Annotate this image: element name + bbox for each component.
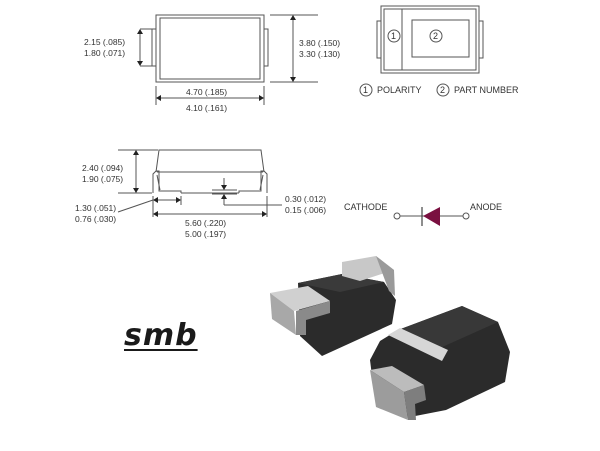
- anode-label: ANODE: [470, 202, 502, 212]
- top-body-inner: [159, 17, 261, 80]
- top-view: [137, 14, 318, 105]
- height-dim-min: 3.30 (.130): [299, 49, 340, 59]
- lead-dim-min: 0.76 (.030): [75, 214, 116, 224]
- top-body-outer: [155, 14, 265, 83]
- marking-view: [359, 5, 484, 97]
- marker-2: 2: [433, 31, 438, 41]
- cathode-terminal: [393, 212, 401, 220]
- anode-terminal: [462, 212, 470, 220]
- legend-part-number: PART NUMBER: [454, 85, 519, 95]
- legend-num-2: 2: [440, 85, 445, 95]
- polarity-stripe: [388, 328, 448, 361]
- side-height-min: 1.90 (.075): [82, 174, 123, 184]
- lead-dim-max: 1.30 (.051): [75, 203, 116, 213]
- height-dim-max: 3.80 (.150): [299, 38, 340, 48]
- thickness-dim-max: 0.30 (.012): [285, 194, 326, 204]
- diode-symbol: [393, 207, 470, 226]
- cathode-label: CATHODE: [344, 202, 387, 212]
- side-height-max: 2.40 (.094): [82, 163, 123, 173]
- tab-dim-min: 1.80 (.071): [84, 48, 125, 58]
- width-dim-max: 4.70 (.185): [186, 87, 227, 97]
- length-dim-min: 5.00 (.197): [185, 229, 226, 239]
- width-dim-min: 4.10 (.161): [186, 103, 227, 113]
- side-view: [117, 149, 282, 217]
- top-right-tab: [263, 28, 269, 67]
- package-label: smb: [124, 318, 198, 353]
- length-dim-max: 5.60 (.220): [185, 218, 226, 228]
- diode-triangle: [423, 207, 440, 226]
- legend-polarity: POLARITY: [377, 85, 422, 95]
- tab-dim-max: 2.15 (.085): [84, 37, 125, 47]
- marker-1: 1: [391, 31, 396, 41]
- legend-num-1: 1: [363, 85, 368, 95]
- package-render-rear: [270, 256, 396, 356]
- top-left-tab: [151, 28, 157, 67]
- thickness-dim-min: 0.15 (.006): [285, 205, 326, 215]
- package-render-front: [370, 306, 510, 420]
